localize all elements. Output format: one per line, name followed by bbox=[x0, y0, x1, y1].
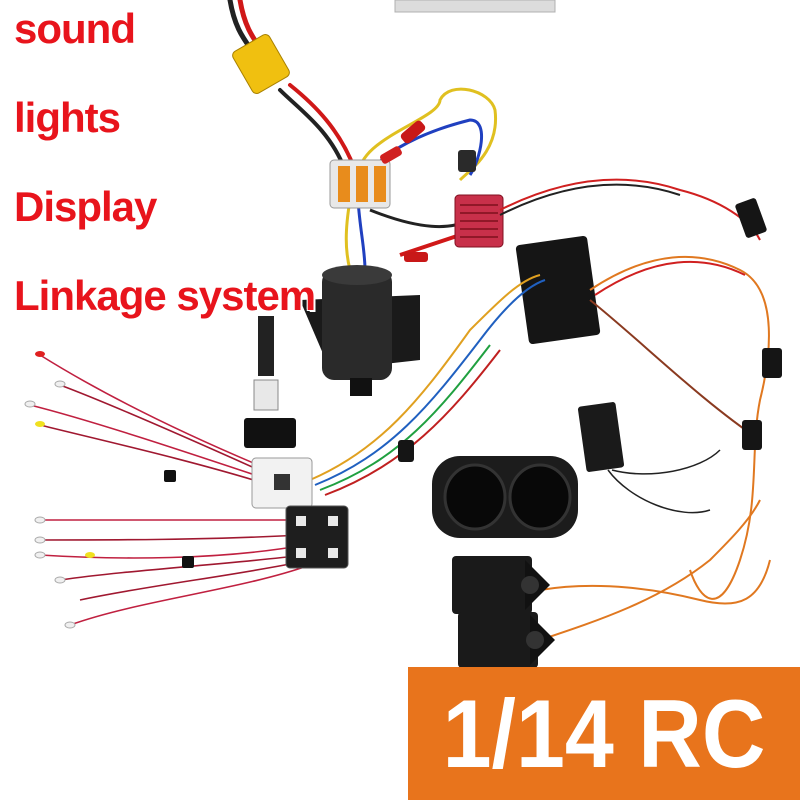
scale-text: 1/14 RC bbox=[442, 678, 766, 788]
led-expansion-board bbox=[285, 505, 349, 569]
wire-connector-block bbox=[329, 159, 391, 209]
battery-pack bbox=[394, 0, 556, 13]
led-controller-board bbox=[251, 457, 313, 509]
feature-label-sound: sound bbox=[14, 5, 136, 52]
feature-label-linkage-system: Linkage system bbox=[14, 272, 316, 319]
feature-label-display: Display bbox=[14, 183, 157, 230]
display-module bbox=[244, 316, 296, 448]
servo-bottom bbox=[458, 612, 555, 668]
bullet-connectors bbox=[380, 120, 428, 262]
led-bulbs bbox=[24, 351, 95, 629]
receiver bbox=[577, 402, 721, 514]
servo-top bbox=[452, 556, 550, 614]
motor bbox=[300, 265, 420, 396]
feature-label-lights: lights bbox=[14, 94, 121, 141]
led-wire-harness bbox=[29, 354, 311, 626]
battery-connector bbox=[232, 34, 290, 94]
servo-connectors bbox=[164, 198, 782, 568]
scale-banner: 1/14 RC bbox=[408, 667, 800, 800]
servo-wire-harness bbox=[309, 178, 771, 641]
esc bbox=[454, 150, 504, 248]
sound-controller bbox=[515, 235, 601, 345]
speaker bbox=[432, 456, 578, 538]
